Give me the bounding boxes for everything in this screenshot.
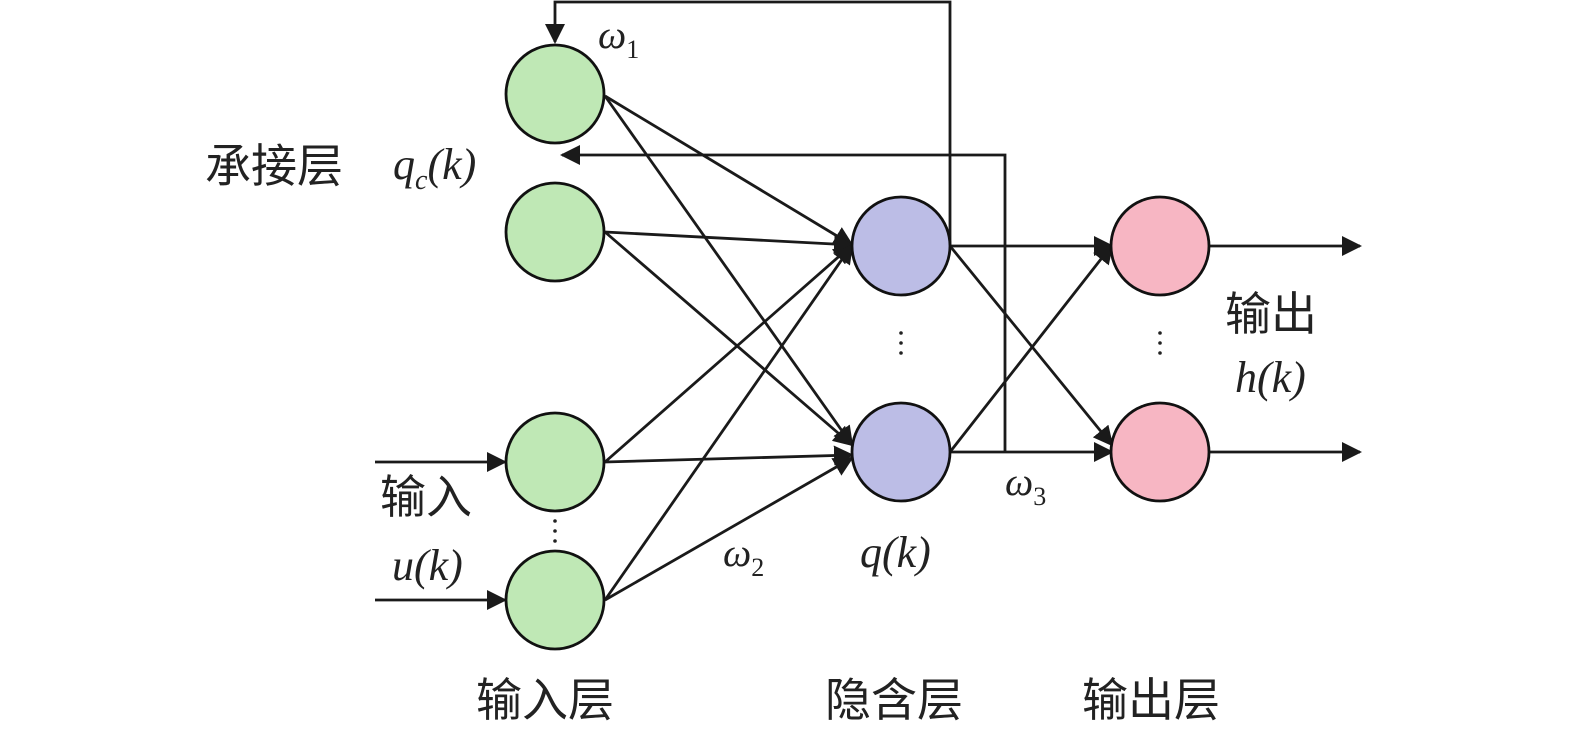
output-layer-nodes bbox=[1109, 195, 1211, 503]
weight-w3-label: ω3 bbox=[1005, 459, 1046, 511]
input-node bbox=[504, 411, 606, 513]
output-node bbox=[1109, 401, 1211, 503]
context-layer-label: 承接层 bbox=[205, 141, 343, 192]
input-label: 输入 bbox=[380, 472, 472, 523]
hidden-node bbox=[850, 401, 952, 503]
hidden-variable: q(k) bbox=[860, 528, 931, 577]
ellipsis-input-layer bbox=[553, 519, 557, 543]
input-layer-nodes bbox=[504, 411, 606, 651]
output-label: 输出 bbox=[1225, 289, 1317, 340]
hidden-layer-nodes bbox=[850, 195, 952, 503]
context-variable: qc(k) bbox=[393, 140, 476, 196]
feedback-loop-top bbox=[545, 0, 952, 246]
input-node bbox=[504, 549, 606, 651]
context-node bbox=[504, 43, 606, 145]
weight-w1-label: ω1 bbox=[598, 12, 639, 64]
feedback-loop-second bbox=[560, 145, 1007, 452]
ellipsis-hidden-layer bbox=[899, 331, 903, 355]
output-arrows bbox=[1208, 236, 1362, 462]
context-node bbox=[504, 181, 606, 283]
input-arrows bbox=[375, 452, 507, 610]
weight-w2-label: ω2 bbox=[723, 530, 764, 582]
ellipsis-output-layer bbox=[1158, 331, 1162, 355]
connections-w2 bbox=[603, 94, 854, 602]
input-layer-label: 输入层 bbox=[476, 675, 614, 726]
hidden-layer-label: 隐含层 bbox=[825, 675, 963, 726]
output-variable: h(k) bbox=[1235, 353, 1306, 402]
context-layer-nodes bbox=[504, 43, 606, 283]
output-layer-label: 输出层 bbox=[1082, 675, 1220, 726]
hidden-node bbox=[850, 195, 952, 297]
input-variable: u(k) bbox=[392, 541, 463, 590]
connections-w3 bbox=[948, 236, 1114, 462]
output-node bbox=[1109, 195, 1211, 297]
